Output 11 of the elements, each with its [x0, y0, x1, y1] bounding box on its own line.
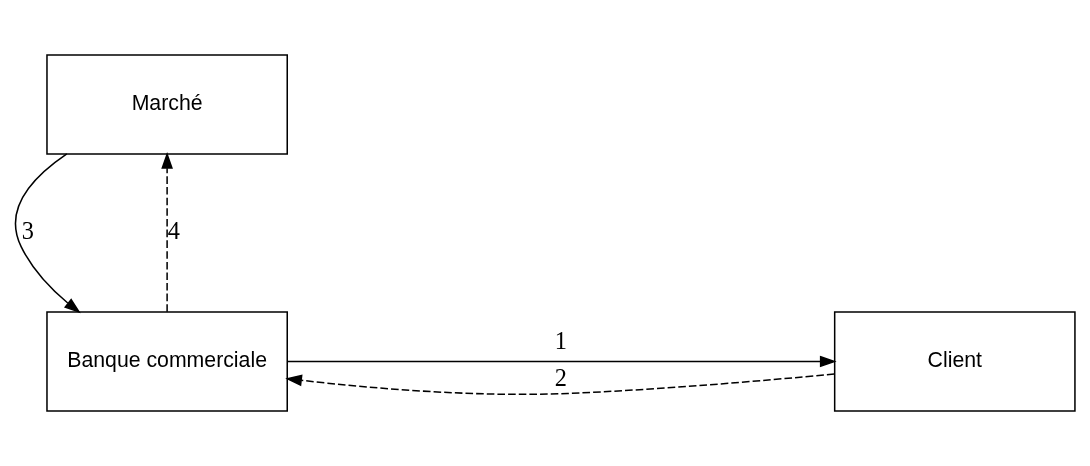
arrow	[285, 373, 835, 396]
node-box: Banque commerciale	[46, 311, 288, 412]
arrow	[14, 153, 81, 314]
node-box: Marché	[46, 54, 288, 155]
arrow	[161, 152, 173, 313]
edge-label: 4	[167, 216, 181, 244]
node-box: Client	[833, 311, 1076, 412]
arrow	[286, 355, 837, 368]
edge-label: 3	[21, 216, 35, 244]
edge-label: 2	[554, 363, 568, 391]
edge-label: 1	[554, 327, 568, 355]
